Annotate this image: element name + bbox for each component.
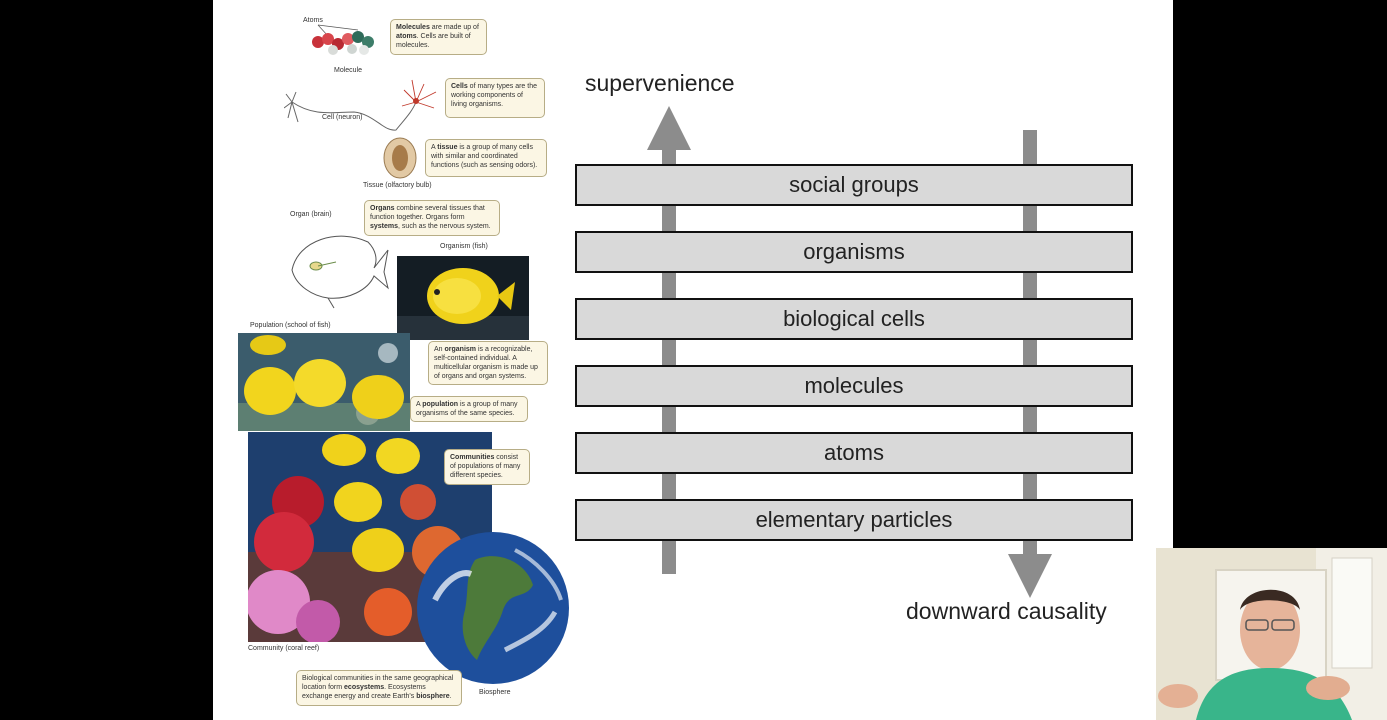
caption-organism: Organism (fish) — [440, 243, 488, 250]
caption-organ: Organ (brain) — [290, 211, 332, 218]
level-organisms: organisms — [575, 231, 1133, 273]
tissue-illustration — [383, 137, 417, 179]
population-school-photo — [238, 333, 410, 431]
organism-fish-photo — [397, 256, 529, 340]
level-molecules: molecules — [575, 365, 1133, 407]
biosphere-earth-image — [417, 532, 569, 684]
callout-communities: Communities consist of populations of ma… — [444, 449, 530, 485]
level-social-groups: social groups — [575, 164, 1133, 206]
level-elementary-particles: elementary particles — [575, 499, 1133, 541]
callout-organism: An organism is a recognizable, self-cont… — [428, 341, 548, 385]
neuron-illustration — [284, 79, 437, 131]
caption-molecule: Molecule — [334, 67, 363, 74]
callout-molecules: Molecules are made up of atoms. Cells ar… — [390, 19, 487, 55]
level-biological-cells: biological cells — [575, 298, 1133, 340]
caption-population: Population (school of fish) — [250, 322, 331, 329]
caption-biosphere: Biosphere — [479, 689, 511, 696]
caption-atoms: Atoms — [303, 17, 323, 24]
callout-population: A population is a group of many organism… — [410, 396, 528, 422]
callout-organs: Organs combine several tissues that func… — [364, 200, 500, 236]
molecule-illustration — [312, 24, 374, 55]
supervenience-label: supervenience — [585, 70, 735, 96]
webcam-presenter-video — [1156, 548, 1387, 720]
caption-cell: Cell (neuron) — [322, 114, 363, 121]
supervenience-arrow-head — [647, 106, 691, 150]
callout-tissue: A tissue is a group of many cells with s… — [425, 139, 547, 177]
caption-tissue: Tissue (olfactory bulb) — [363, 182, 432, 189]
caption-community: Community (coral reef) — [248, 645, 320, 652]
downward-causality-arrow-head — [1008, 554, 1052, 598]
downward-causality-label: downward causality — [906, 598, 1107, 624]
fish-outline-illustration — [291, 235, 389, 309]
callout-ecosystems: Biological communities in the same geogr… — [296, 670, 462, 706]
level-atoms: atoms — [575, 432, 1133, 474]
callout-cells: Cells of many types are the working comp… — [445, 78, 545, 118]
